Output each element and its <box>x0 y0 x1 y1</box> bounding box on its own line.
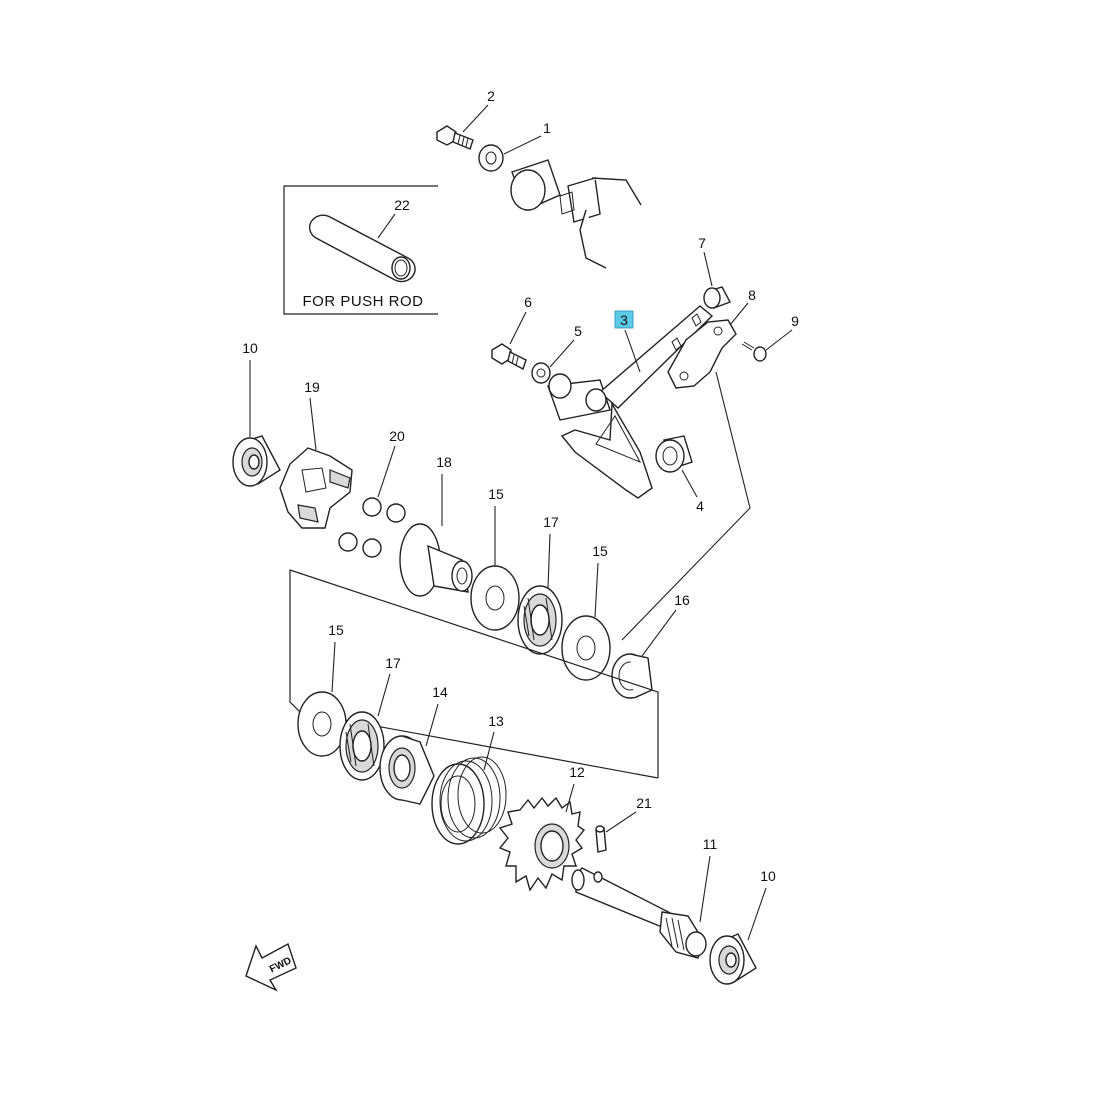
label-18: 18 <box>436 454 452 470</box>
leader-12 <box>565 783 575 813</box>
label-20: 20 <box>389 428 405 444</box>
part-10-bearing-left[interactable] <box>232 435 281 487</box>
leader-13 <box>483 731 495 771</box>
part-2-bolt[interactable] <box>436 125 474 150</box>
label-19: 19 <box>304 379 320 395</box>
leader-3 <box>624 329 641 373</box>
leader-20 <box>377 445 396 498</box>
label-1: 1 <box>543 120 551 136</box>
starter-housing <box>510 159 642 269</box>
leader-9 <box>765 329 793 351</box>
part-10-bearing-right[interactable] <box>709 933 757 985</box>
leader-15c <box>331 641 336 693</box>
label-15b: 15 <box>592 543 608 559</box>
label-7: 7 <box>698 235 706 251</box>
push-rod-inset: 22 FOR PUSH ROD <box>283 185 438 315</box>
highlight-3 <box>614 310 634 329</box>
part-17-needle-bearing-a[interactable] <box>517 585 563 655</box>
part-6-bolt[interactable] <box>491 343 527 371</box>
label-16: 16 <box>674 592 690 608</box>
label-17b: 17 <box>385 655 401 671</box>
part-15-washer-c[interactable] <box>297 691 347 757</box>
label-11: 11 <box>703 836 718 852</box>
part-21-pin[interactable] <box>595 825 607 853</box>
leader-21 <box>605 811 637 833</box>
leader-10b <box>747 887 767 941</box>
assembly-bracket-right <box>289 569 659 778</box>
label-8: 8 <box>748 287 756 303</box>
part-18-spacer[interactable] <box>399 523 473 597</box>
leader-5 <box>549 339 575 368</box>
label-13: 13 <box>488 713 504 729</box>
leader-14 <box>425 703 439 747</box>
inset-caption: FOR PUSH ROD <box>302 293 423 310</box>
part-3-kick-lever[interactable] <box>547 305 714 499</box>
label-15a: 15 <box>488 486 504 502</box>
label-3: 3 <box>620 312 628 328</box>
leader-8-to-16 <box>621 371 751 641</box>
fwd-arrow-icon: FWD <box>245 942 297 992</box>
part-8-stopper[interactable] <box>667 319 737 389</box>
part-20-balls[interactable] <box>338 497 406 558</box>
part-15-washer-b[interactable] <box>561 615 611 681</box>
part-14-spring-guide[interactable] <box>379 735 435 805</box>
label-14: 14 <box>432 684 448 700</box>
label-22: 22 <box>394 197 410 213</box>
leader-4 <box>681 469 698 498</box>
part-7-collar[interactable] <box>703 286 731 309</box>
leader-7 <box>703 251 713 287</box>
part-15-washer-a[interactable] <box>470 565 520 631</box>
part-12-kick-gear[interactable] <box>498 796 586 892</box>
label-5: 5 <box>574 323 582 339</box>
leader-1 <box>503 135 542 155</box>
label-17a: 17 <box>543 514 559 530</box>
part-11-kick-axle[interactable] <box>571 867 707 959</box>
leader-19 <box>309 397 317 451</box>
leader-11 <box>699 855 711 923</box>
label-10b: 10 <box>760 868 776 884</box>
part-16-circlip[interactable] <box>611 653 653 699</box>
part-22-push-rod[interactable] <box>309 214 416 283</box>
leader-17a <box>547 533 551 589</box>
leader-15b <box>594 562 599 618</box>
leader-8 <box>729 302 749 326</box>
label-10a: 10 <box>242 340 258 356</box>
inset-frame <box>283 185 438 315</box>
label-2: 2 <box>487 88 495 104</box>
label-15c: 15 <box>328 622 344 638</box>
part-13-spring[interactable] <box>431 756 507 845</box>
part-1-washer[interactable] <box>478 144 504 172</box>
label-21: 21 <box>636 795 652 811</box>
part-19-ratchet-drive[interactable] <box>279 447 353 529</box>
part-9-screw[interactable] <box>741 341 767 362</box>
part-5-washer[interactable] <box>531 362 551 384</box>
leader-16 <box>641 609 677 657</box>
leader-22 <box>377 213 396 239</box>
label-9: 9 <box>791 313 799 329</box>
part-4-collar[interactable] <box>655 435 693 473</box>
label-12: 12 <box>569 764 585 780</box>
leader-2 <box>462 104 489 133</box>
label-4: 4 <box>696 498 704 514</box>
part-17-needle-bearing-b[interactable] <box>339 711 385 781</box>
leader-6 <box>509 311 527 345</box>
label-6: 6 <box>524 294 532 310</box>
leader-17b <box>377 673 391 717</box>
